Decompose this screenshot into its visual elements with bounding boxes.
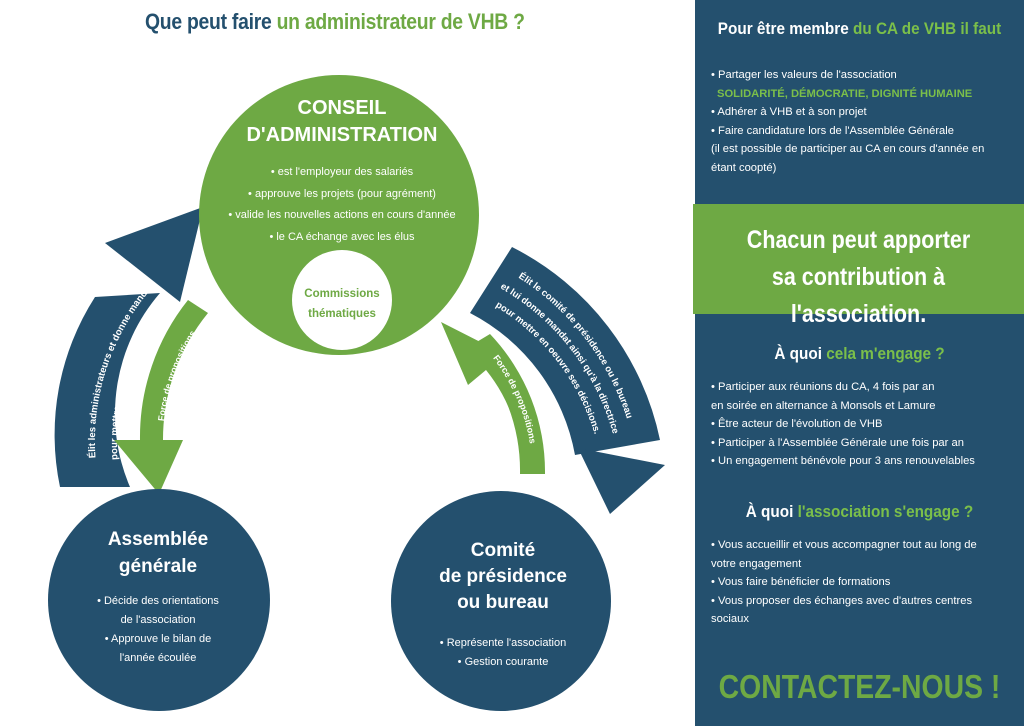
association-heading-part2: l'association s'engage ?: [797, 502, 974, 521]
list-item: • Vous faire bénéficier de formations: [711, 576, 891, 589]
list-item: en soirée en alternance à Monsols et Lam…: [711, 399, 936, 412]
assemblee-title-1: Assemblée: [108, 529, 208, 550]
contact-us-heading: CONTACTEZ-NOUS !: [718, 668, 1001, 705]
association-heading-part1: À quoi: [745, 502, 794, 521]
list-item: • Un engagement bénévole pour 3 ans reno…: [711, 455, 975, 468]
assemblee-line-1: • Décide des orientations: [97, 595, 219, 607]
membership-list: • Partager les valeurs de l'association …: [711, 66, 1016, 178]
conseil-bullet-3: • valide les nouvelles actions en cours …: [228, 209, 455, 221]
membership-heading: Pour être membre du CA de VHB il faut: [711, 19, 1007, 39]
governance-diagram: Élit les administrateurs et donne mandat…: [48, 75, 665, 711]
list-item: • Vous accueillir et vous accompagner to…: [711, 539, 977, 551]
conseil-bullet-4: • le CA échange avec les élus: [269, 231, 415, 243]
conseil-title-2: D'ADMINISTRATION: [246, 124, 437, 146]
left-mandate-band: [54, 293, 160, 487]
list-item: • Faire candidature lors de l'Assemblée …: [711, 124, 954, 137]
comite-line-1: • Représente l'association: [440, 637, 566, 649]
membership-heading-part1: Pour être membre: [717, 19, 849, 38]
commitment-heading-part1: À quoi: [774, 344, 822, 363]
assemblee-line-4: l'année écoulée: [120, 652, 197, 664]
comite-title-2: de présidence: [439, 566, 567, 587]
association-list: • Vous accueillir et vous accompagner to…: [711, 536, 1016, 629]
assemblee-title-2: générale: [119, 556, 197, 577]
left-band-arrowhead: [105, 207, 203, 302]
commissions-circle: [292, 250, 392, 350]
commitment-heading-part2: cela m'engage ?: [826, 344, 945, 363]
list-item: votre engagement: [711, 557, 802, 570]
comite-circle: [391, 491, 611, 711]
assemblee-line-3: • Approuve le bilan de: [105, 633, 212, 645]
values-line: SOLIDARITÉ, DÉMOCRATIE, DIGNITÉ HUMAINE: [717, 87, 973, 100]
conseil-title-1: CONSEIL: [298, 97, 387, 119]
list-item: étant coopté): [711, 161, 777, 174]
right-mandate-band: [470, 247, 660, 455]
association-heading: À quoi l'association s'engage ?: [711, 502, 1007, 522]
contribution-banner: Chacun peut apporter sa contribution à l…: [693, 204, 1024, 328]
commissions-label-1: Commissions: [304, 288, 379, 300]
list-item: • Participer aux réunions du CA, 4 fois …: [711, 381, 935, 393]
commitment-list: • Participer aux réunions du CA, 4 fois …: [711, 378, 1016, 471]
list-item: • Partager les valeurs de l'association: [711, 69, 897, 81]
comite-title-3: ou bureau: [457, 592, 549, 613]
membership-heading-part2: du CA de VHB il faut: [853, 19, 1002, 38]
list-item: (il est possible de participer au CA en …: [711, 143, 985, 156]
commissions-label-2: thématiques: [308, 308, 376, 320]
banner-line-2: sa contribution à l'association.: [771, 263, 946, 328]
page-title-part2: un administrateur de VHB ?: [276, 9, 525, 34]
banner-line-1: Chacun peut apporter: [746, 226, 971, 254]
list-item: • Adhérer à VHB et à son projet: [711, 106, 867, 119]
conseil-bullet-1: • est l'employeur des salariés: [271, 166, 414, 178]
assemblee-circle: [48, 489, 270, 711]
comite-line-2: • Gestion courante: [458, 656, 549, 668]
commitment-heading: À quoi cela m'engage ?: [711, 344, 1007, 364]
list-item: • Être acteur de l'évolution de VHB: [711, 418, 883, 431]
banner-text: Chacun peut apporter sa contribution à l…: [716, 222, 1001, 333]
assemblee-line-2: de l'association: [121, 614, 196, 626]
comite-title-1: Comité: [471, 540, 535, 561]
list-item: • Participer à l'Assemblée Générale une …: [711, 436, 964, 449]
list-item: sociaux: [711, 613, 749, 626]
conseil-bullet-2: • approuve les projets (pour agrément): [248, 188, 436, 200]
page-title-part1: Que peut faire: [145, 9, 272, 34]
left-proposals-arrow: [114, 300, 208, 494]
conseil-circle: [199, 75, 479, 355]
info-panel: Pour être membre du CA de VHB il faut • …: [693, 0, 1024, 726]
list-item: • Vous proposer des échanges avec d'autr…: [711, 594, 973, 607]
right-proposals-arrow: [441, 322, 528, 472]
right-band-arrowhead: [578, 448, 665, 514]
page-title: Que peut faire un administrateur de VHB …: [145, 9, 525, 35]
